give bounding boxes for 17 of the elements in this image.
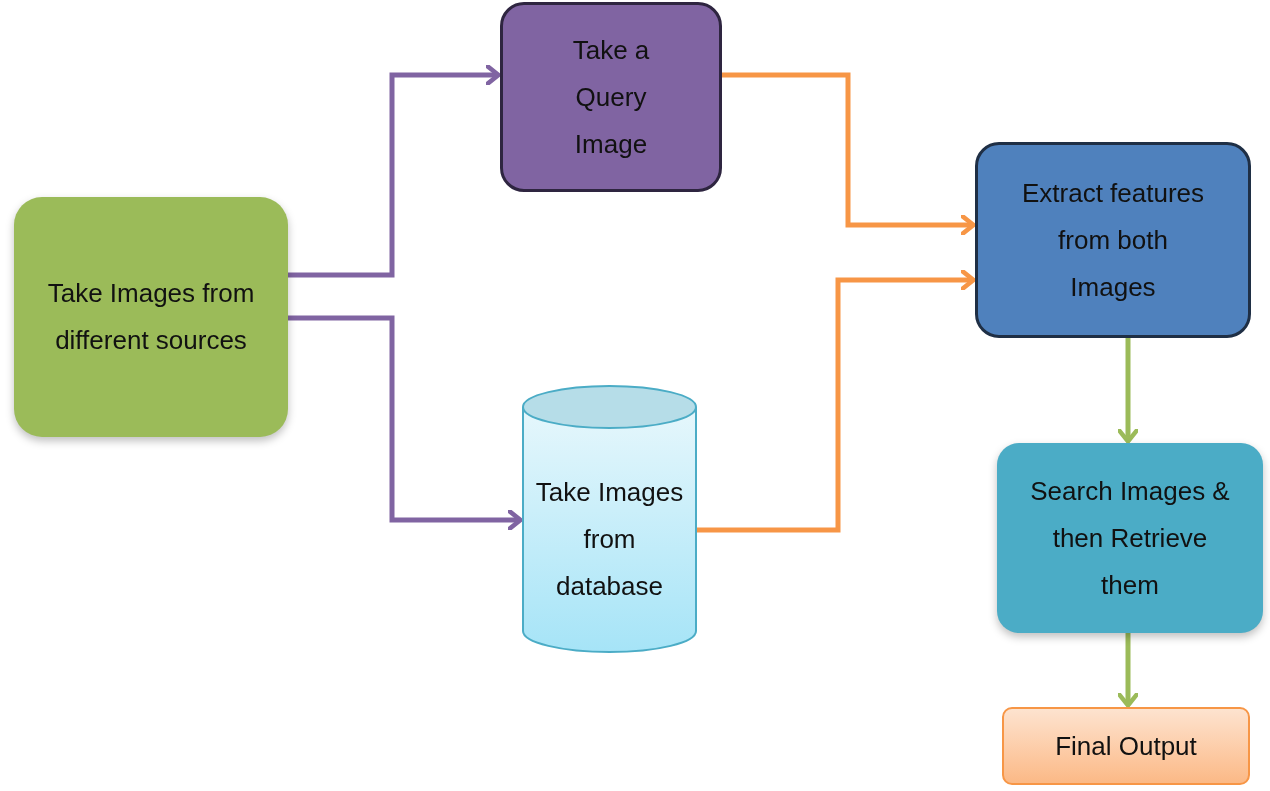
output-box bbox=[1002, 707, 1250, 785]
arrow bbox=[697, 267, 976, 533]
arrow bbox=[1115, 338, 1141, 444]
process-box bbox=[500, 2, 722, 192]
node-label: Take Images from different sources bbox=[46, 277, 256, 357]
node-label: Search Images & then Retrieve them bbox=[1029, 474, 1231, 602]
process-box bbox=[975, 142, 1251, 338]
arrow bbox=[288, 315, 523, 533]
node-label: Final Output bbox=[1055, 729, 1197, 763]
arrow bbox=[722, 72, 976, 238]
process-box bbox=[14, 197, 288, 437]
process-box bbox=[997, 443, 1263, 633]
arrow bbox=[1115, 633, 1141, 708]
node-label: Take a Query Image bbox=[571, 33, 651, 161]
arrow bbox=[288, 62, 501, 278]
node-label: Extract features from both Images bbox=[1020, 176, 1206, 304]
node-label: Take Images from database bbox=[534, 475, 685, 603]
